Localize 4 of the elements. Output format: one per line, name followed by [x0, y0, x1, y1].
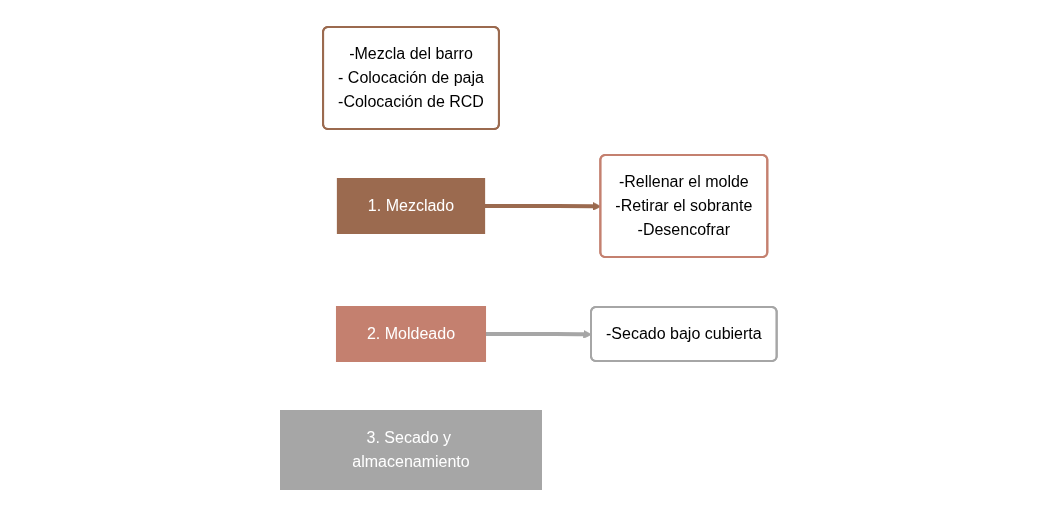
- node-box: 3. Secado y almacenamiento: [279, 409, 542, 490]
- arrow: [483, 201, 601, 211]
- node-box: 1. Mezclado: [336, 177, 485, 234]
- node-box: 2. Moldeado: [335, 305, 486, 362]
